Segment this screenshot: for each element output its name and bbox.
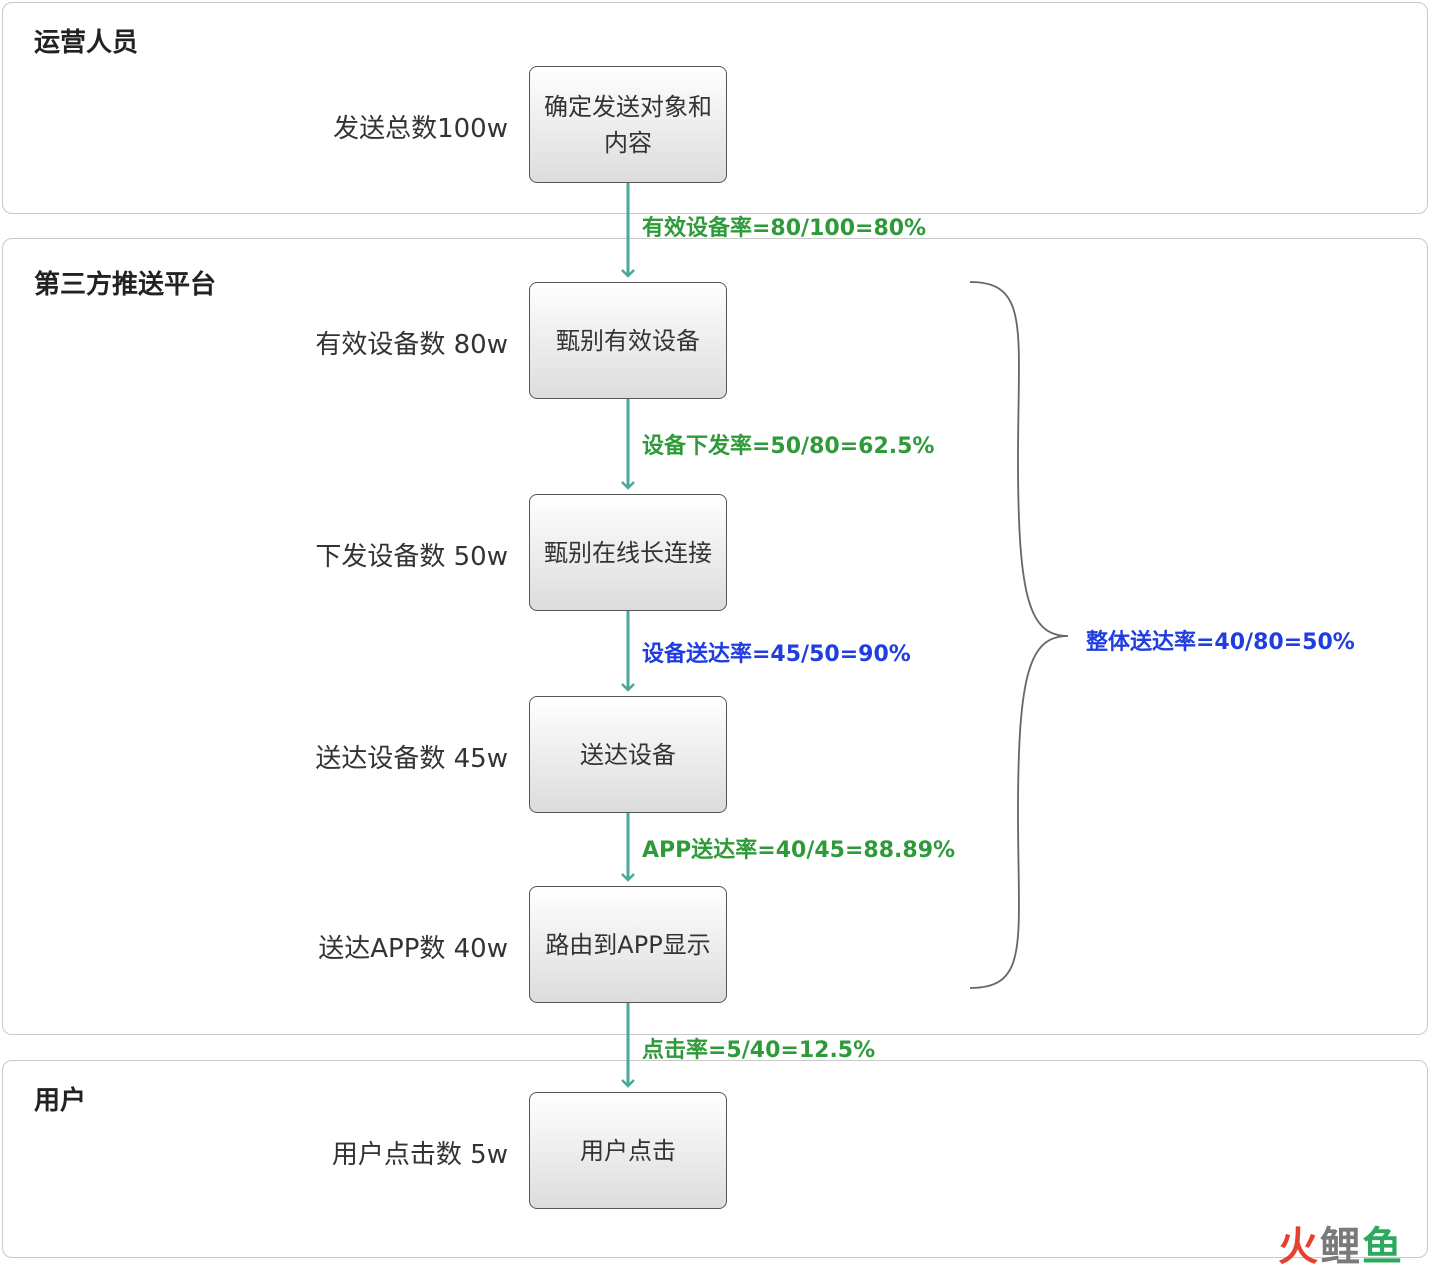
count-user-clicks: 用户点击数 5w <box>331 1140 508 1170</box>
watermark-char-2: 鲤 <box>1320 1224 1362 1270</box>
rate-valid-device: 有效设备率=80/100=80% <box>642 216 927 241</box>
lane-title-user: 用户 <box>34 1086 87 1116</box>
node-delivered-devices: 送达设备 <box>529 696 727 813</box>
lane-title-operator: 运营人员 <box>34 28 139 58</box>
count-dispatched-devices: 下发设备数 50w <box>315 542 508 572</box>
rate-click: 点击率=5/40=12.5% <box>642 1038 876 1063</box>
node-label: 路由到APP显示 <box>545 930 711 959</box>
node-label: 用户点击 <box>580 1136 676 1165</box>
watermark-char-3: 鱼 <box>1362 1224 1404 1270</box>
rate-overall-delivery: 整体送达率=40/80=50% <box>1086 630 1355 655</box>
count-valid-devices: 有效设备数 80w <box>315 330 508 360</box>
rate-device-dispatch: 设备下发率=50/80=62.5% <box>642 434 935 459</box>
count-total-sent: 发送总数100w <box>333 114 508 144</box>
node-identify-valid-devices: 甄别有效设备 <box>529 282 727 399</box>
node-user-click: 用户点击 <box>529 1092 727 1209</box>
node-route-to-app: 路由到APP显示 <box>529 886 727 1003</box>
watermark-char-1: 火 <box>1278 1224 1320 1270</box>
count-delivered-app: 送达APP数 40w <box>318 934 508 964</box>
node-label: 甄别在线长连接 <box>544 538 712 567</box>
count-delivered-devices: 送达设备数 45w <box>315 744 508 774</box>
node-confirm-target: 确定发送对象和内容 <box>529 66 727 183</box>
curly-brace <box>969 281 1069 989</box>
watermark-logo: 火鲤鱼 <box>1278 1214 1404 1272</box>
rate-device-delivery: 设备送达率=45/50=90% <box>642 642 911 667</box>
node-label: 送达设备 <box>580 740 676 769</box>
lane-title-platform: 第三方推送平台 <box>34 270 217 300</box>
node-label: 确定发送对象和内容 <box>544 92 712 157</box>
node-identify-online-connection: 甄别在线长连接 <box>529 494 727 611</box>
node-label: 甄别有效设备 <box>556 326 700 355</box>
rate-app-delivery: APP送达率=40/45=88.89% <box>642 838 956 863</box>
